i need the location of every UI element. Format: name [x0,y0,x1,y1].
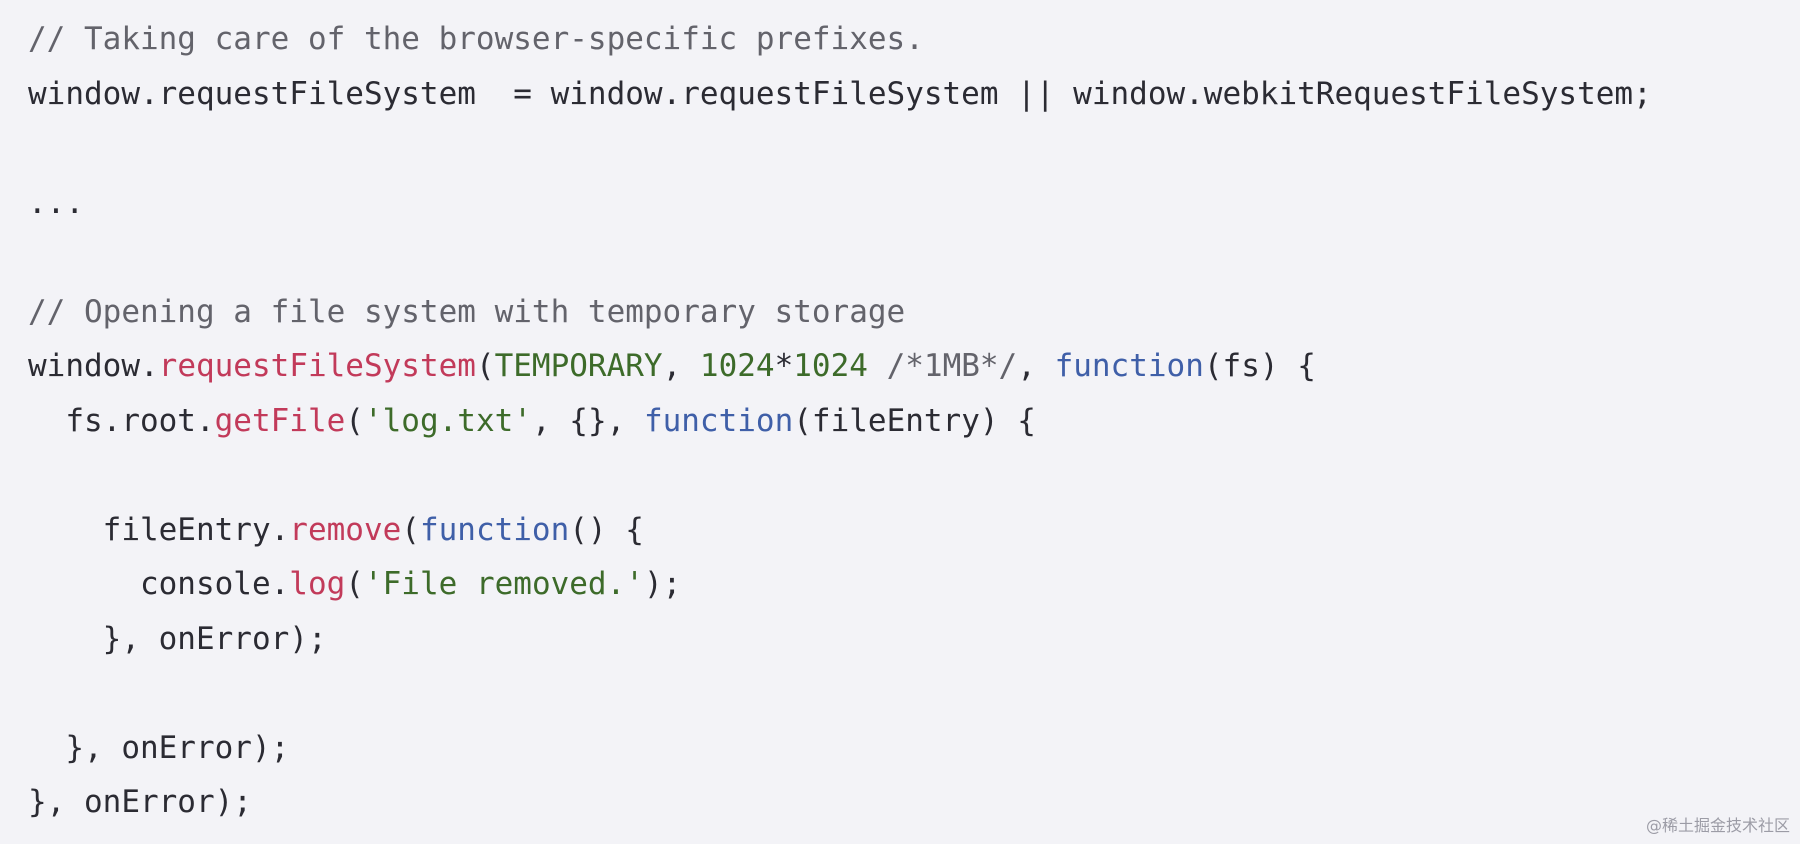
code-token-method: getFile [214,402,346,439]
code-token-string: 'File removed.' [363,566,644,602]
code-token-plain: ( [475,348,495,384]
code-line: // Opening a file system with temporary … [28,285,1788,340]
code-line: ... [28,176,1788,231]
code-token-plain: ( [401,511,420,548]
code-token-method: log [289,566,346,602]
code-token-plain: (fs) { [1203,348,1316,384]
code-token-comment: // Opening a file system with temporary … [28,293,906,330]
code-line: window.requestFileSystem(TEMPORARY, 1024… [28,339,1788,394]
code-token-plain: }, onError); [28,620,327,657]
code-line [28,666,1788,721]
code-block: // Taking care of the browser-specific p… [28,12,1788,830]
code-token-plain: }, onError); [28,729,290,766]
code-token-plain: console. [28,566,290,602]
code-token-keyword: function [643,402,794,439]
code-token-const: TEMPORARY [494,348,663,384]
code-token-plain [868,348,887,384]
code-token-method: requestFileSystem [158,348,476,384]
code-token-number: 1024 [699,348,775,384]
code-token-plain: ( [345,402,364,439]
code-token-string: 'log.txt' [363,402,532,439]
code-token-plain: , {}, [531,402,644,439]
code-line: fileEntry.remove(function() { [28,503,1788,558]
code-token-plain: , [1017,348,1055,384]
code-token-plain: ); [643,566,682,602]
code-line: }, onError); [28,612,1788,667]
code-line [28,448,1788,503]
code-token-plain: ... [28,184,84,221]
code-token-plain: window. [28,348,159,384]
code-token-plain: () { [569,511,644,548]
code-line: fs.root.getFile('log.txt', {}, function(… [28,394,1788,449]
code-line: window.requestFileSystem = window.reques… [28,67,1788,122]
watermark-label: @稀土掘金技术社区 [1645,816,1790,835]
code-token-method: remove [289,511,402,548]
code-token-keyword: function [419,511,570,548]
code-token-plain: fileEntry. [28,511,290,548]
code-line [28,121,1788,176]
code-line: }, onError); [28,775,1788,830]
code-token-plain: (fileEntry) { [793,402,1036,439]
code-token-number: 1024 [793,348,868,384]
code-line: console.log('File removed.'); [28,557,1788,612]
code-token-plain: window.requestFileSystem = window.reques… [28,75,1652,112]
code-token-plain: ( [345,566,364,602]
code-line [28,230,1788,285]
code-token-plain: , [662,348,700,384]
code-token-comment: /*1MB*/ [886,348,1018,384]
code-token-plain: }, onError); [28,784,252,820]
code-line: }, onError); [28,721,1788,776]
code-token-comment: // Taking care of the browser-specific p… [28,21,924,57]
code-token-keyword: function [1054,348,1204,384]
code-token-plain: * [774,348,794,384]
code-line: // Taking care of the browser-specific p… [28,12,1788,67]
code-token-plain: fs.root. [28,402,215,439]
